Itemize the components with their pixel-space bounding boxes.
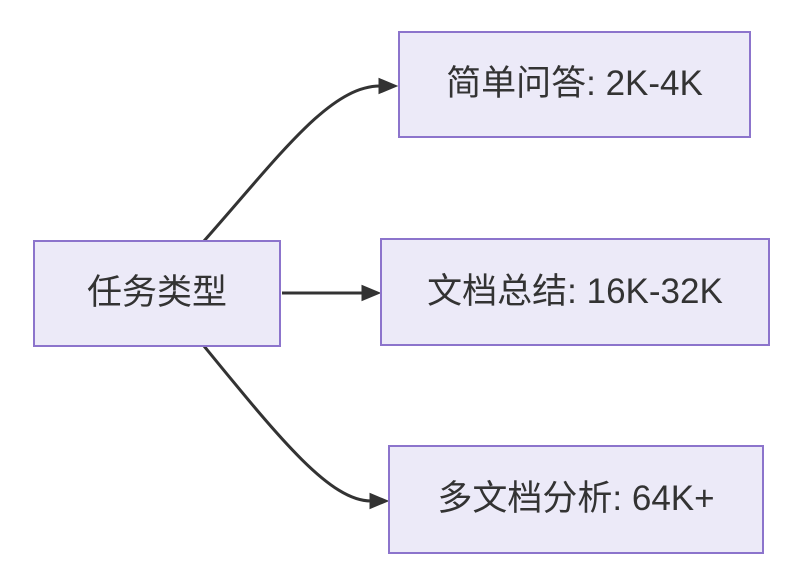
node-simple-qa: 简单问答: 2K-4K [398, 31, 751, 138]
edge-to-multi-doc [202, 345, 372, 503]
edge-to-simple-qa [202, 84, 381, 242]
node-doc-summary: 文档总结: 16K-32K [380, 238, 770, 346]
arrowhead-multi-doc-icon [369, 492, 390, 510]
arrowhead-doc-summary-icon [361, 284, 382, 302]
node-task-type: 任务类型 [33, 240, 281, 347]
node-multi-doc-label: 多文档分析: 64K+ [437, 479, 715, 519]
node-simple-qa-label: 简单问答: 2K-4K [446, 64, 703, 104]
node-doc-summary-label: 文档总结: 16K-32K [427, 271, 723, 311]
node-task-type-label: 任务类型 [86, 273, 227, 313]
node-multi-doc: 多文档分析: 64K+ [388, 445, 764, 554]
arrowhead-simple-qa-icon [378, 77, 399, 95]
